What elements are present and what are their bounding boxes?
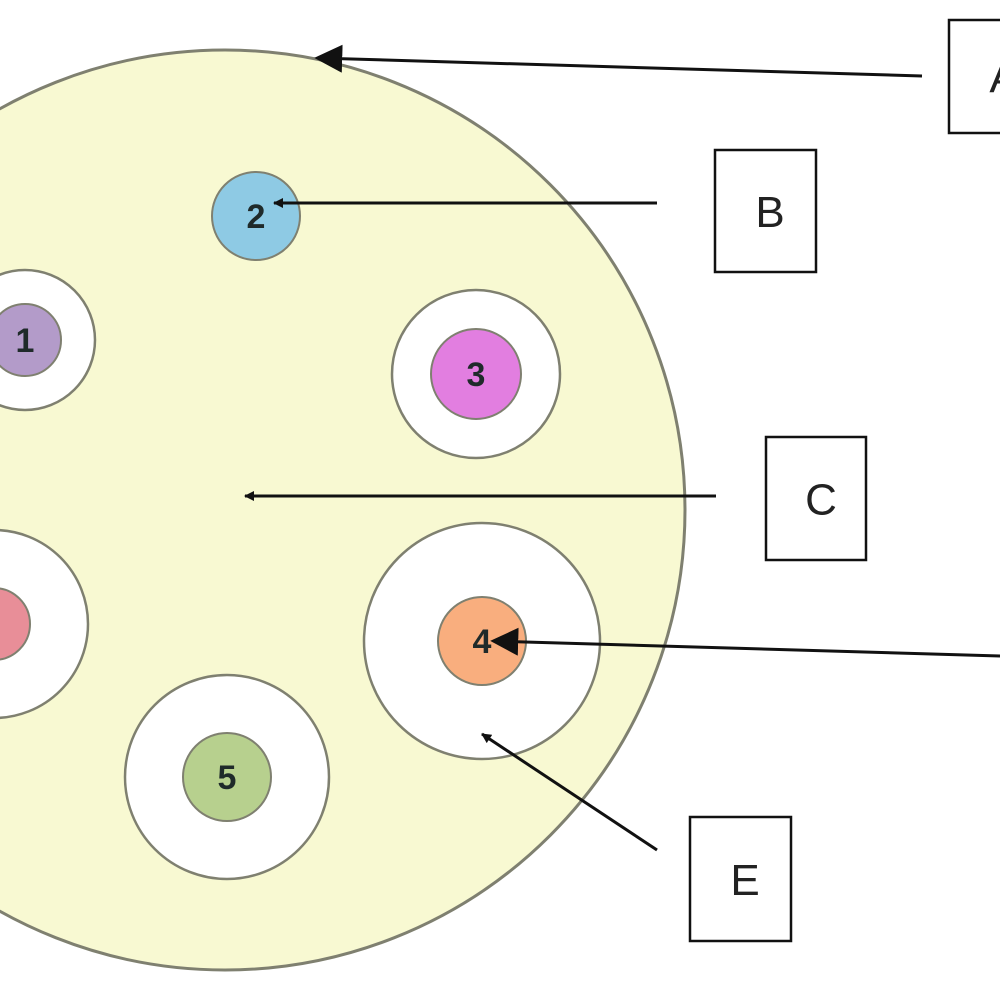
callout-arrow-e	[481, 732, 658, 852]
disk-label: 5	[218, 759, 237, 797]
disk-label: 2	[247, 198, 266, 236]
disk-label: 1	[16, 322, 35, 360]
callout-box-b	[713, 148, 818, 274]
inhibition-zone-unlabeled	[0, 528, 90, 720]
antibiotic-disk-1	[0, 303, 62, 377]
antibiotic-disk-group-2: 2	[211, 171, 301, 261]
agar-plate	[0, 48, 687, 972]
callout-b: B	[713, 148, 818, 274]
antibiotic-disk-group-1: 1	[0, 268, 97, 412]
antibiotic-disk-group-5: 5	[123, 673, 331, 881]
callout-box-c	[764, 435, 868, 562]
callout-a: A	[947, 18, 1000, 135]
callout-arrow-d	[490, 627, 1000, 658]
antibiotic-disk-3	[430, 328, 522, 420]
callout-box-a	[947, 18, 1000, 135]
disk-label: 3	[467, 356, 486, 394]
antibiotic-disk-2	[211, 171, 301, 261]
callout-label-a: A	[989, 54, 1000, 103]
callout-e: E	[688, 815, 793, 943]
antibiotic-disk-group-4: 4	[362, 521, 602, 761]
callout-c: C	[764, 435, 868, 562]
callout-box-e	[688, 815, 793, 943]
callout-label-b: B	[755, 188, 784, 237]
callout-arrow-a	[314, 44, 923, 78]
antibiotic-disk-group-3: 3	[390, 288, 562, 460]
antibiotic-disk-unlabeled	[0, 587, 31, 661]
antibiotic-disk-group-unlabeled	[0, 528, 90, 720]
callout-label-c: C	[805, 476, 837, 525]
callout-label-e: E	[730, 856, 759, 905]
disk-label: 4	[473, 623, 492, 661]
antibiotic-disk-5	[182, 732, 272, 822]
